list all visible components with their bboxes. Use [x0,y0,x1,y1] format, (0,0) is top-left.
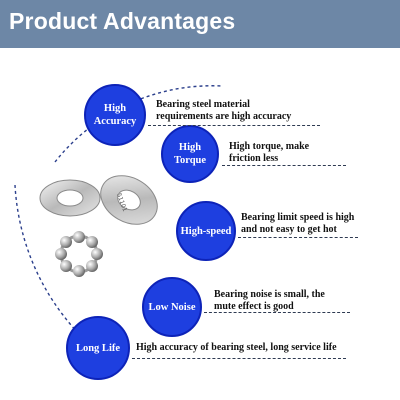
feature-label: High Accuracy [93,103,137,127]
divider [222,165,346,166]
divider [132,358,346,359]
description-line: requirements are high accuracy [156,111,292,122]
feature-circle-low-noise: Low Noise [142,277,202,337]
feature-label: Long Life [75,342,121,354]
description-line: Bearing noise is small, the [214,289,325,300]
description-line: High torque, make [229,141,310,152]
description-line: Bearing steel material [156,99,250,110]
feature-circle-high-torque: High Torque [161,125,219,183]
description-line: High accuracy of bearing steel, long ser… [136,342,337,353]
description-line: and not easy to get hot [241,224,337,235]
divider [204,312,350,313]
feature-label: High Torque [173,142,207,166]
divider [238,237,358,238]
feature-label: High-speed [180,225,232,237]
description-line: friction less [229,153,279,164]
page-title: Product Advantages [9,8,236,34]
thrust-bearing-image: 51101 [39,175,158,277]
feature-description-high-accuracy: Bearing steel material requirements are … [156,99,291,123]
feature-description-high-torque: High torque, make friction less [229,141,309,165]
header-banner: Product Advantages [0,0,400,48]
description-line: Bearing limit speed is high [241,212,355,223]
feature-label: Low Noise [148,301,196,313]
feature-description-long-life: High accuracy of bearing steel, long ser… [136,342,337,354]
description-line: mute effect is good [214,301,294,312]
feature-description-low-noise: Bearing noise is small, the mute effect … [214,289,325,313]
feature-description-high-speed: Bearing limit speed is high and not easy… [241,212,354,236]
feature-circle-high-accuracy: High Accuracy [84,84,146,146]
feature-circle-long-life: Long Life [66,316,130,380]
feature-circle-high-speed: High-speed [176,201,236,261]
divider [148,125,320,126]
